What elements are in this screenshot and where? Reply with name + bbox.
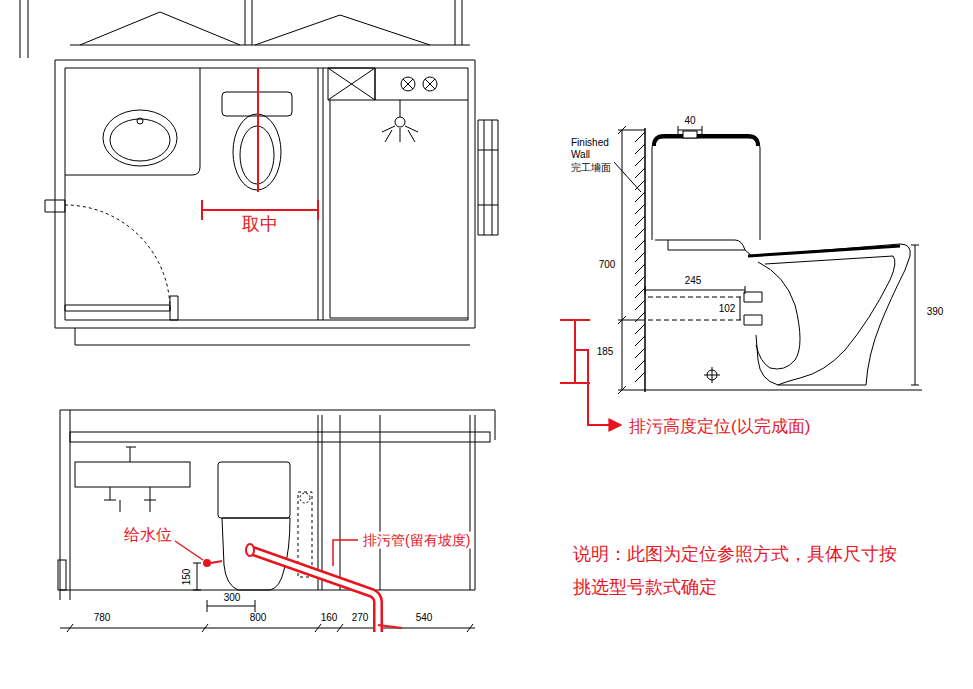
basin-fittings <box>104 487 156 512</box>
drain-tail <box>378 625 402 628</box>
center-mark: 取中 <box>241 214 279 236</box>
drain-pipe-bore <box>250 550 378 632</box>
dimension-700-185 <box>618 126 645 394</box>
tank-connector <box>668 240 745 250</box>
water-supply-point <box>203 559 211 567</box>
dimension: 540 <box>415 612 434 624</box>
plan-markup <box>202 68 318 220</box>
glass-partition <box>318 68 323 320</box>
door-swing <box>65 205 170 310</box>
bowl-outline <box>655 240 910 385</box>
dimension: 700 <box>598 259 617 271</box>
callout-text: 排污管(留有坡度) <box>362 532 471 549</box>
faucet <box>126 447 136 462</box>
elevation-view <box>58 410 495 632</box>
bowl-seat <box>748 246 900 256</box>
supply-line <box>211 561 222 563</box>
shower-head <box>395 117 405 127</box>
dimension-chain <box>60 624 475 632</box>
dimension-102 <box>740 297 741 320</box>
toilet-tank <box>218 462 290 518</box>
vanity-counter <box>65 68 200 175</box>
side-view <box>614 126 922 394</box>
side-markup <box>560 320 621 425</box>
height-arrow <box>575 350 621 425</box>
shower-area <box>330 100 468 318</box>
dimension: 185 <box>596 346 615 358</box>
dimension-390 <box>911 245 919 385</box>
finished-wall <box>644 128 646 392</box>
valve-cross <box>403 79 435 89</box>
callout-text: 给水位 <box>123 525 173 544</box>
dimension: 390 <box>926 306 945 318</box>
drain-pipe <box>250 550 378 632</box>
dimension: 780 <box>93 612 112 624</box>
dimension: 150 <box>181 568 193 587</box>
height-bracket <box>560 320 590 383</box>
dimension-150 <box>193 563 201 590</box>
floor-line <box>645 390 922 391</box>
tank-lid <box>654 136 758 146</box>
tank-outline <box>652 138 760 240</box>
room-walls <box>55 60 475 328</box>
note-text: 说明：此图为定位参照方式，具体尺寸按 挑选型号款式确定 <box>572 538 919 604</box>
dimension-40 <box>678 126 702 137</box>
mirror-band <box>70 432 490 442</box>
center-line <box>257 68 259 192</box>
shower-spray <box>382 100 418 142</box>
window <box>478 120 498 235</box>
dimension: 102 <box>718 303 737 315</box>
wall-label: Finished Wall <box>570 137 620 161</box>
dimension: 270 <box>351 612 370 624</box>
wall-leader <box>614 162 641 192</box>
bowl-trap <box>756 262 800 369</box>
drain-inlet <box>246 544 254 556</box>
bowl-rim <box>765 256 895 385</box>
door-leaf <box>45 200 178 320</box>
wall-hatch <box>635 132 645 382</box>
wall-label: 完工墻面 <box>570 162 612 174</box>
dimension: 245 <box>684 275 703 287</box>
callout-text: 排污高度定位(以完成面) <box>628 417 811 437</box>
plan-view <box>20 0 498 345</box>
basin-inner <box>110 119 170 161</box>
vanity-counter <box>75 462 190 487</box>
dimension: 160 <box>320 612 339 624</box>
basin-tap <box>137 118 143 124</box>
fixing-cross <box>704 367 720 383</box>
mixer-knob <box>300 493 310 503</box>
pipe-centrelines <box>648 297 742 320</box>
dimension-245 <box>645 286 745 294</box>
duct-shaft <box>328 68 375 100</box>
drain-leader <box>333 540 358 566</box>
flush-button <box>683 131 697 138</box>
pipe-outlets <box>744 292 762 325</box>
dimension: 300 <box>223 592 242 604</box>
basin <box>103 110 177 166</box>
dimension: 800 <box>249 612 268 624</box>
roof-hatch <box>20 0 470 58</box>
supply-leader <box>175 541 203 560</box>
dimension: 40 <box>683 115 696 127</box>
elevation-walls <box>60 410 495 600</box>
wall-detail <box>58 560 66 590</box>
shower-strip <box>375 68 468 100</box>
outer-line <box>75 328 470 345</box>
elevation-markup <box>175 540 402 632</box>
